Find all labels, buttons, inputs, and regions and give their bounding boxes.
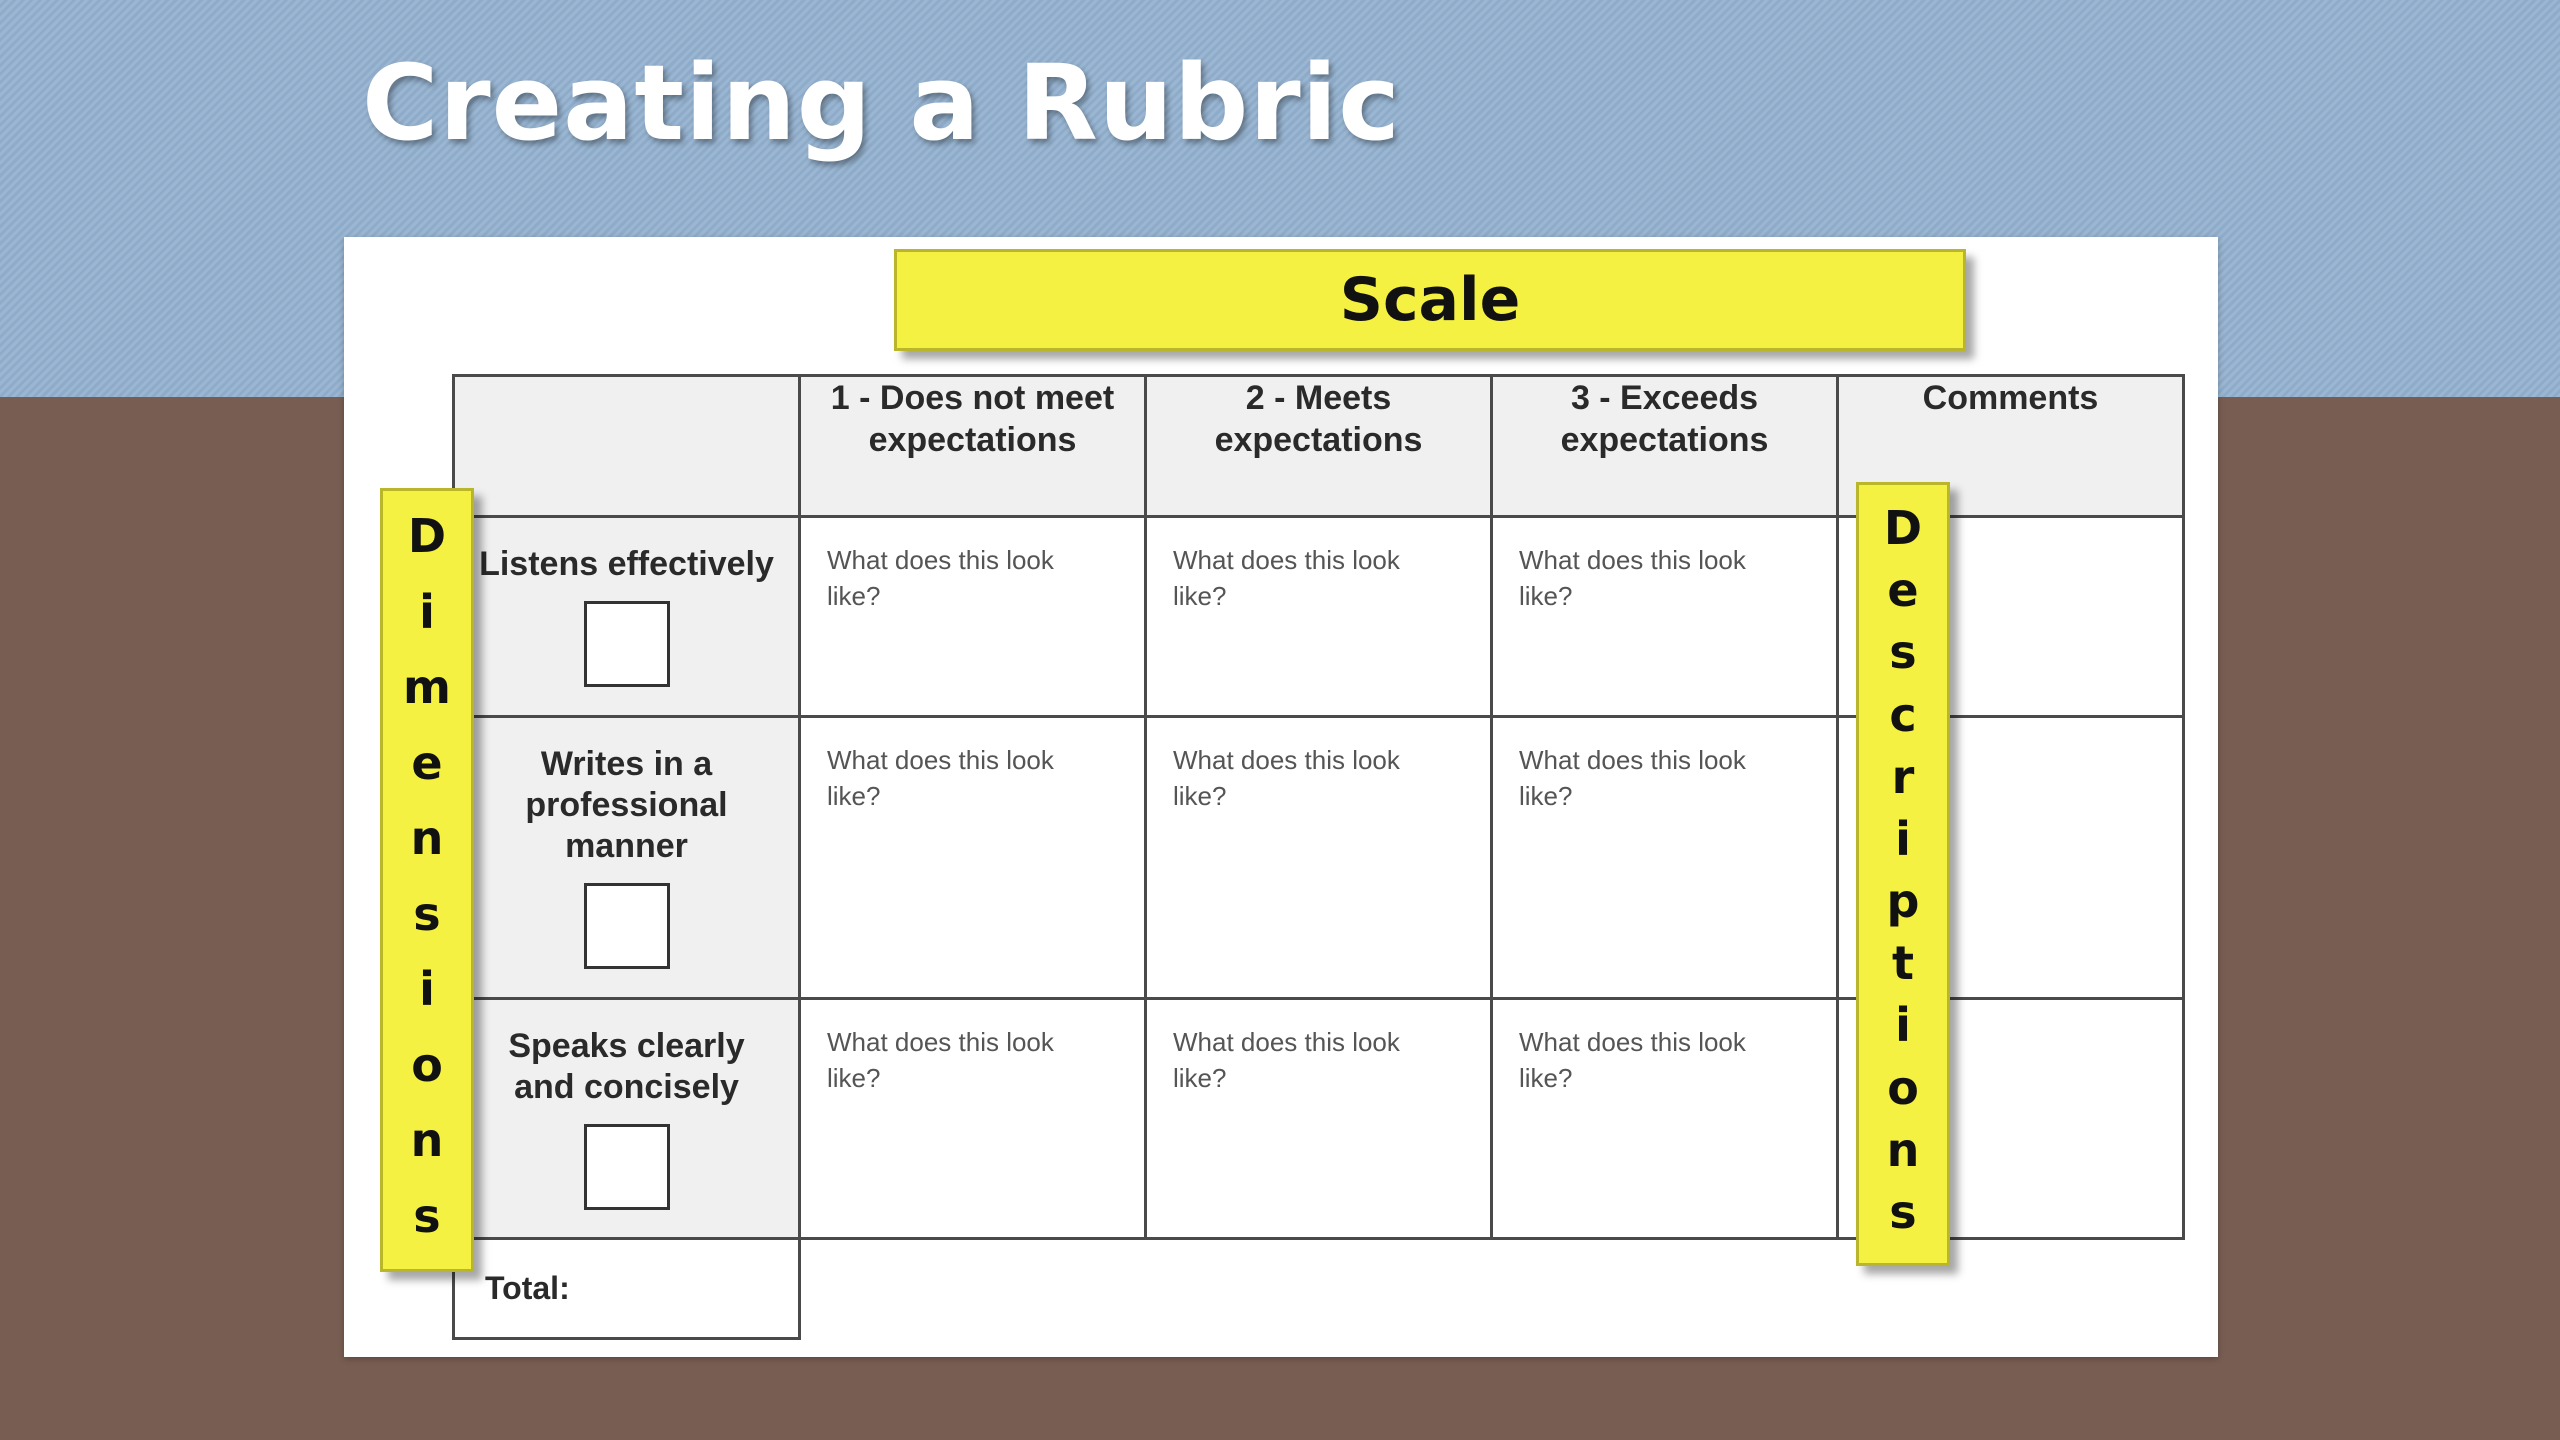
score-box[interactable]: [583, 883, 670, 969]
callout-letter: i: [419, 584, 435, 639]
callout-letter: n: [410, 1113, 444, 1168]
callout-letter: s: [413, 886, 441, 941]
callout-letter: t: [1892, 936, 1914, 991]
description-text: What does this look like?: [1519, 1027, 1746, 1093]
callout-letter: D: [407, 509, 447, 563]
header-corner-cell: [452, 374, 801, 518]
score-box[interactable]: [583, 601, 670, 687]
description-cell: What does this look like?: [1490, 515, 1839, 718]
column-header: 3 - Exceeds expectations: [1560, 379, 1769, 459]
total-row: Total:: [452, 1237, 2184, 1340]
callout-letter: s: [413, 1188, 441, 1243]
description-text: What does this look like?: [1173, 745, 1400, 811]
callout-letter: n: [1886, 1122, 1920, 1177]
callout-letter: i: [1895, 811, 1911, 866]
callout-letter: s: [1889, 625, 1917, 680]
callout-letter: n: [410, 811, 444, 866]
dimension-label: Listens effectively: [479, 545, 774, 583]
callout-letter: s: [1889, 1184, 1917, 1239]
dimension-cell: Speaks clearly and concisely: [452, 997, 801, 1240]
dimension-label: Writes in a professional manner: [525, 745, 728, 865]
scale-banner: Scale: [894, 249, 1966, 351]
dimension-cell: Writes in a professional manner: [452, 715, 801, 1000]
score-box[interactable]: [583, 1124, 670, 1210]
description-text: What does this look like?: [1173, 545, 1400, 611]
description-cell: What does this look like?: [798, 715, 1147, 1000]
column-header: 1 - Does not meet expectations: [830, 379, 1115, 459]
total-cell: Total:: [452, 1237, 801, 1340]
rubric-header-row: 1 - Does not meet expectations 2 - Meets…: [452, 374, 2185, 518]
description-text: What does this look like?: [1519, 745, 1746, 811]
description-cell: What does this look like?: [1144, 715, 1493, 1000]
description-cell: What does this look like?: [1144, 997, 1493, 1240]
callout-letter: o: [411, 1037, 443, 1092]
description-cell: What does this look like?: [1490, 997, 1839, 1240]
rubric-document: Scale 1 - Does not meet expectations 2 -…: [344, 237, 2218, 1357]
comments-header: Comments: [1922, 379, 2099, 417]
description-text: What does this look like?: [827, 1027, 1054, 1093]
slide-title: Creating a Rubric: [362, 42, 1401, 164]
header-cell: 1 - Does not meet expectations: [798, 374, 1147, 518]
description-cell: What does this look like?: [798, 997, 1147, 1240]
description-cell: What does this look like?: [1490, 715, 1839, 1000]
total-label: Total:: [485, 1270, 570, 1306]
dimension-cell: Listens effectively: [452, 515, 801, 718]
callout-letter: o: [1887, 1060, 1919, 1115]
callout-letter: r: [1891, 749, 1915, 804]
callout-letter: p: [1886, 874, 1920, 929]
callout-letter: i: [1895, 998, 1911, 1053]
description-text: What does this look like?: [1173, 1027, 1400, 1093]
callout-letter: e: [411, 735, 443, 790]
description-cell: What does this look like?: [798, 515, 1147, 718]
description-cell: What does this look like?: [1144, 515, 1493, 718]
dimension-label: Speaks clearly and concisely: [508, 1027, 745, 1106]
description-text: What does this look like?: [1519, 545, 1746, 611]
callout-letter: c: [1889, 687, 1917, 742]
callout-letter: D: [1883, 501, 1923, 555]
header-cell: 3 - Exceeds expectations: [1490, 374, 1839, 518]
description-text: What does this look like?: [827, 545, 1054, 611]
rubric-row: Listens effectively What does this look …: [452, 515, 2185, 718]
callout-letter: m: [403, 660, 451, 715]
callout-letter: i: [419, 962, 435, 1017]
description-text: What does this look like?: [827, 745, 1054, 811]
header-cell: 2 - Meets expectations: [1144, 374, 1493, 518]
callout-letter: e: [1887, 563, 1919, 618]
column-header: 2 - Meets expectations: [1214, 379, 1423, 459]
